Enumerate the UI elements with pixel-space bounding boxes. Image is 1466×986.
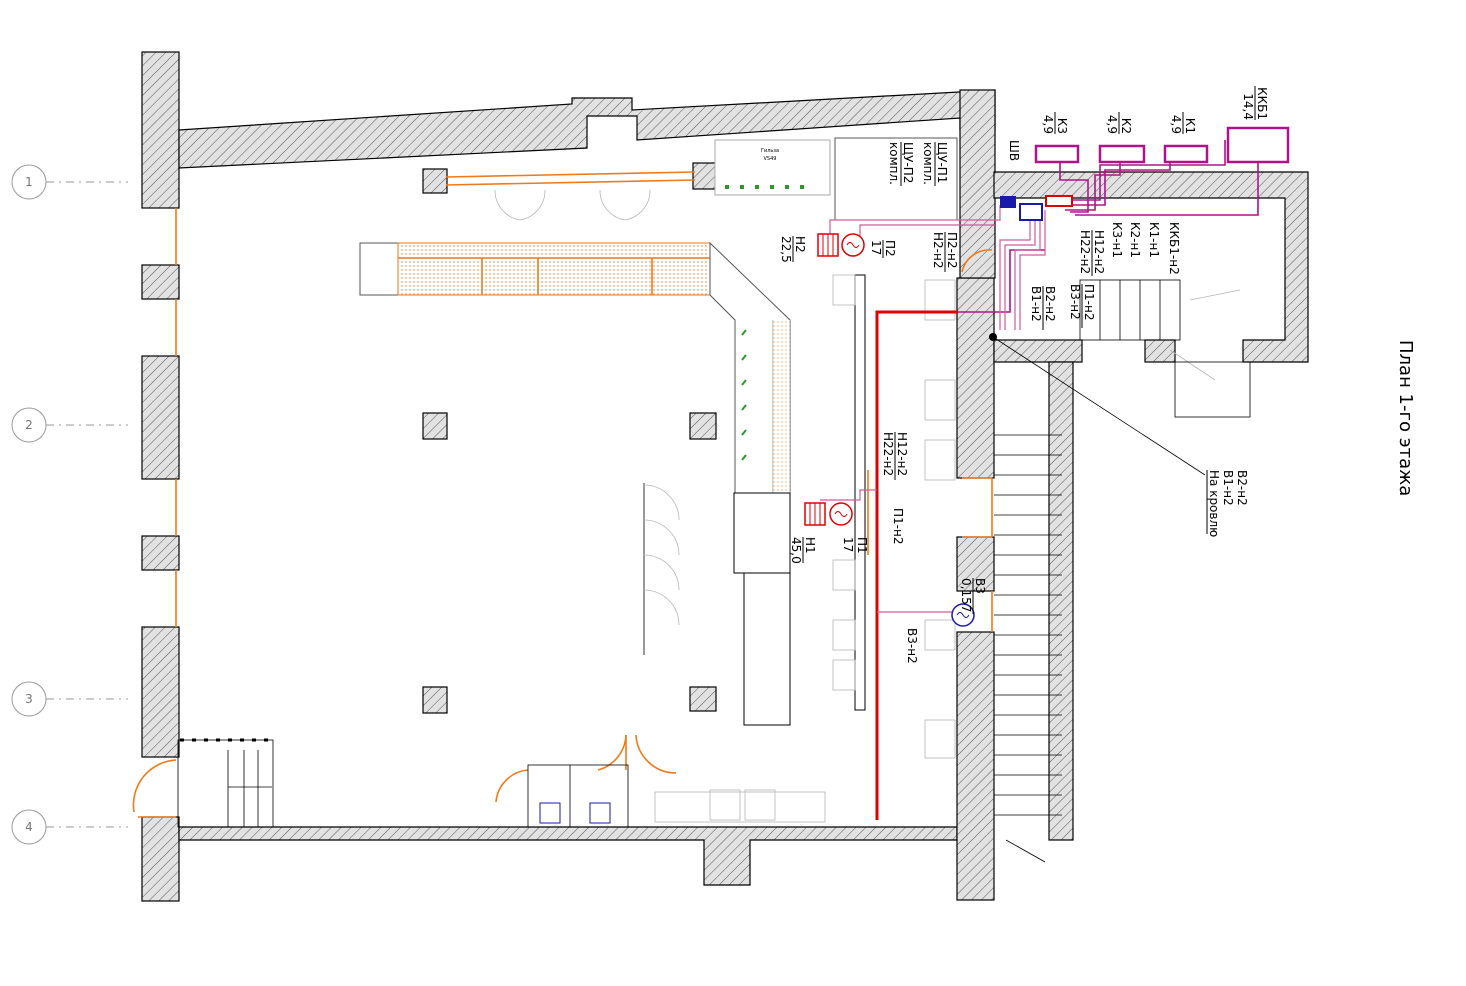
axis-1-label: 1 bbox=[25, 175, 33, 189]
v1-n2-label-top: В1-н2 bbox=[1029, 286, 1043, 322]
p2-tag-name: П2 bbox=[883, 240, 897, 257]
axis-1: 1 bbox=[11, 164, 128, 200]
axis-4: 4 bbox=[11, 809, 128, 845]
wall-stair-bottom bbox=[993, 339, 1083, 363]
shchu-p2-sub: компл. bbox=[887, 142, 901, 185]
n1-tag-value: 45,0 bbox=[789, 537, 803, 564]
wall-left-3 bbox=[141, 355, 180, 480]
shchu-p1-sub: компл. bbox=[921, 142, 935, 185]
v3-tag-name: В3 bbox=[973, 578, 987, 594]
column bbox=[422, 686, 448, 714]
p2-n2-label: П2-н2 bbox=[945, 232, 959, 268]
stair-steps bbox=[994, 434, 1062, 816]
wall-bottom bbox=[178, 826, 958, 886]
leaf-decor bbox=[741, 329, 747, 461]
v3-tag-value: 0,157 bbox=[959, 578, 973, 612]
plan-title: План 1-го этажа bbox=[1395, 340, 1416, 496]
kkb1-tag-name: ККБ1 bbox=[1255, 87, 1269, 120]
supply-duct bbox=[875, 310, 958, 820]
wall-right-upper bbox=[959, 89, 996, 279]
kkb1-unit bbox=[1226, 126, 1290, 164]
wall-left-1 bbox=[141, 51, 180, 209]
wall-right-2 bbox=[956, 536, 995, 592]
wall-left-4 bbox=[141, 535, 180, 571]
n2-n2-label: Н2-н2 bbox=[931, 232, 945, 268]
k1-tag-name: К1 bbox=[1183, 118, 1197, 134]
n1-tag-name: Н1 bbox=[803, 537, 817, 554]
axis-3-label: 3 bbox=[25, 692, 33, 706]
wall-stairwell bbox=[1048, 361, 1074, 841]
wall-left-6 bbox=[141, 816, 180, 902]
na-krovlyu-label: На кровлю bbox=[1207, 470, 1221, 537]
kkb1-n2-label: ККБ1-н2 bbox=[1167, 222, 1181, 275]
n2-tag-name: Н2 bbox=[793, 236, 807, 253]
column bbox=[422, 412, 448, 440]
column bbox=[422, 168, 448, 194]
p2-tag-value: 17 bbox=[869, 240, 883, 255]
outdoor-units bbox=[1034, 126, 1290, 164]
k2-tag-value: 4,9 bbox=[1105, 115, 1119, 134]
axis-4-label: 4 bbox=[25, 820, 33, 834]
wall-left-2 bbox=[141, 264, 180, 300]
v1-n2-bottom-label: В1-н2 bbox=[1221, 470, 1235, 506]
svg-text:Гильза: Гильза bbox=[761, 148, 779, 154]
column bbox=[689, 686, 717, 712]
k3-unit bbox=[1034, 144, 1080, 164]
p1-tag-name: П1 bbox=[855, 537, 869, 554]
v2-n2-label-top: В2-н2 bbox=[1043, 286, 1057, 322]
n22-n2-mid-label: Н22-н2 bbox=[881, 432, 895, 476]
grid-axes: 1 2 3 4 bbox=[11, 164, 128, 845]
v3-n2-mid-label: В3-н2 bbox=[905, 628, 919, 664]
v3-n2-label-top: В3-н2 bbox=[1068, 284, 1082, 320]
axis-2: 2 bbox=[11, 407, 128, 443]
n12-n2-label: Н12-н2 bbox=[1092, 230, 1106, 274]
doors bbox=[132, 189, 1241, 813]
k2-unit bbox=[1098, 144, 1146, 164]
k2-tag-name: К2 bbox=[1119, 118, 1133, 134]
k3-tag-name: К3 bbox=[1055, 118, 1069, 134]
k3-tag-value: 4,9 bbox=[1041, 115, 1055, 134]
kkb1-tag-value: 14,4 bbox=[1241, 93, 1255, 120]
wall-left-5 bbox=[141, 626, 180, 758]
p1-tag-value: 17 bbox=[841, 537, 855, 552]
furniture: Гильза VS49 bbox=[177, 137, 1251, 863]
air-units bbox=[804, 233, 975, 627]
p1-n2-mid-label: П1-н2 bbox=[891, 508, 905, 544]
svg-text:VS49: VS49 bbox=[764, 156, 777, 162]
wall-right-1 bbox=[956, 277, 995, 479]
shchu-p2-label: ЩУ-П2 bbox=[901, 142, 915, 183]
grating bbox=[725, 185, 804, 189]
n22-n2-label: Н22-н2 bbox=[1078, 230, 1092, 274]
ducts bbox=[820, 140, 1259, 820]
k1-n1-label: К1-н1 bbox=[1147, 222, 1161, 258]
n12-n2-mid-label: Н12-н2 bbox=[895, 432, 909, 476]
axis-3: 3 bbox=[11, 681, 128, 717]
column bbox=[692, 162, 718, 190]
wall-right-3 bbox=[956, 631, 995, 901]
k3-n1-label: К3-н1 bbox=[1110, 222, 1124, 258]
k2-n1-label: К2-н1 bbox=[1128, 222, 1142, 258]
v2-n2-bottom-label: В2-н2 bbox=[1235, 470, 1249, 506]
shv-label: ШВ bbox=[1007, 140, 1021, 161]
n2-tag-value: 22,5 bbox=[779, 236, 793, 263]
wall-stair-bottom-2 bbox=[1144, 339, 1176, 363]
k1-unit bbox=[1163, 144, 1209, 164]
k1-tag-value: 4,9 bbox=[1169, 115, 1183, 134]
rotated-labels: ККБ1 14,4 К1 4,9 К2 4,9 К3 4,9 ШВ ЩУ-П1 … bbox=[779, 86, 1416, 664]
column bbox=[689, 412, 717, 440]
shchu-p1-label: ЩУ-П1 bbox=[935, 142, 949, 183]
axis-2-label: 2 bbox=[25, 418, 33, 432]
wall-stair-room bbox=[993, 171, 1309, 363]
p1-n2-label-top: П1-н2 bbox=[1082, 284, 1096, 320]
